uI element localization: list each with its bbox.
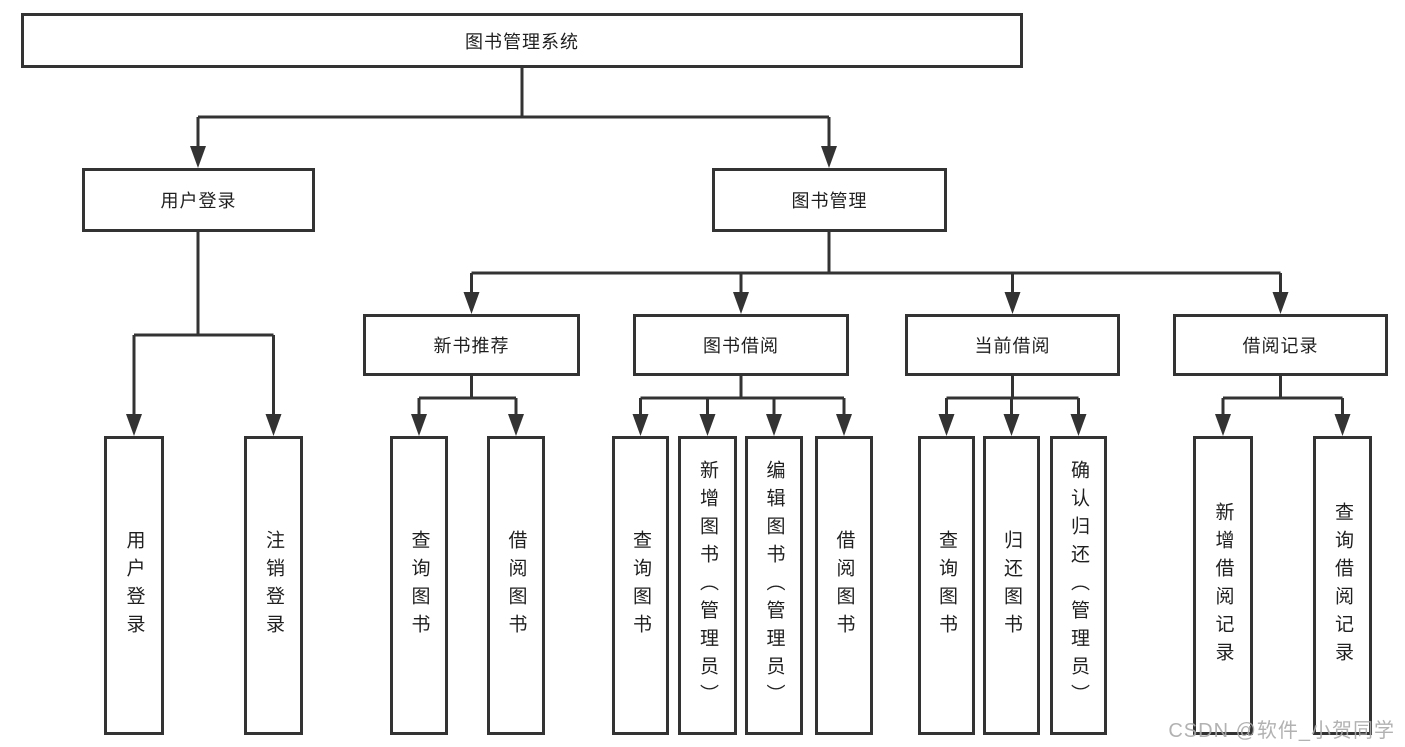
- node-user-login: 用户登录: [82, 168, 315, 232]
- leaf-add-book-admin: 新增图书（管理员）: [678, 436, 737, 735]
- node-book-management: 图书管理: [712, 168, 947, 232]
- node-label: 借阅记录: [1242, 336, 1319, 356]
- leaf-add-borrow-record: 新增借阅记录: [1193, 436, 1253, 735]
- leaf-return-book: 归还图书: [983, 436, 1040, 735]
- node-label: 注销登录: [263, 529, 284, 642]
- leaf-query-books-recommend: 查询图书: [390, 436, 448, 735]
- node-label: 图书管理系统: [465, 31, 579, 52]
- node-label: 查询图书: [408, 529, 430, 642]
- node-label: 确认归还（管理员）: [1068, 459, 1089, 712]
- node-current-borrowing: 当前借阅: [905, 314, 1120, 376]
- node-new-book-recommendation: 新书推荐: [363, 314, 580, 376]
- leaf-borrow-books-borrowing: 借阅图书: [815, 436, 873, 735]
- node-borrowing-records: 借阅记录: [1173, 314, 1388, 376]
- node-label: 新增借阅记录: [1212, 501, 1234, 670]
- node-label: 查询图书: [630, 529, 651, 642]
- leaf-confirm-return-admin: 确认归还（管理员）: [1050, 436, 1107, 735]
- node-label: 用户登录: [160, 191, 237, 211]
- leaf-query-books-current: 查询图书: [918, 436, 975, 735]
- node-label: 用户登录: [123, 529, 145, 642]
- csdn-watermark: CSDN @软件_小贺同学: [1168, 720, 1395, 742]
- node-label: 借阅图书: [505, 529, 527, 642]
- leaf-edit-book-admin: 编辑图书（管理员）: [745, 436, 803, 735]
- leaf-query-books-borrowing: 查询图书: [612, 436, 669, 735]
- node-label: 当前借阅: [974, 336, 1051, 356]
- node-label: 新增图书（管理员）: [697, 459, 718, 712]
- node-label: 图书借阅: [703, 336, 779, 356]
- node-book-borrowing: 图书借阅: [633, 314, 849, 376]
- node-label: 查询图书: [936, 529, 957, 642]
- leaf-query-borrow-record: 查询借阅记录: [1313, 436, 1372, 735]
- node-label: 图书管理: [791, 191, 868, 211]
- arrowhead-icons: [126, 146, 1351, 436]
- node-label: 查询借阅记录: [1332, 501, 1353, 670]
- leaf-borrow-books-recommend: 借阅图书: [487, 436, 545, 735]
- leaf-user-login: 用户登录: [104, 436, 164, 735]
- node-label: 借阅图书: [833, 529, 855, 642]
- node-label: 新书推荐: [433, 336, 510, 356]
- node-label: 编辑图书（管理员）: [763, 459, 785, 712]
- leaf-logout: 注销登录: [244, 436, 303, 735]
- node-library-management-system: 图书管理系统: [21, 13, 1023, 68]
- node-label: 归还图书: [1001, 529, 1022, 642]
